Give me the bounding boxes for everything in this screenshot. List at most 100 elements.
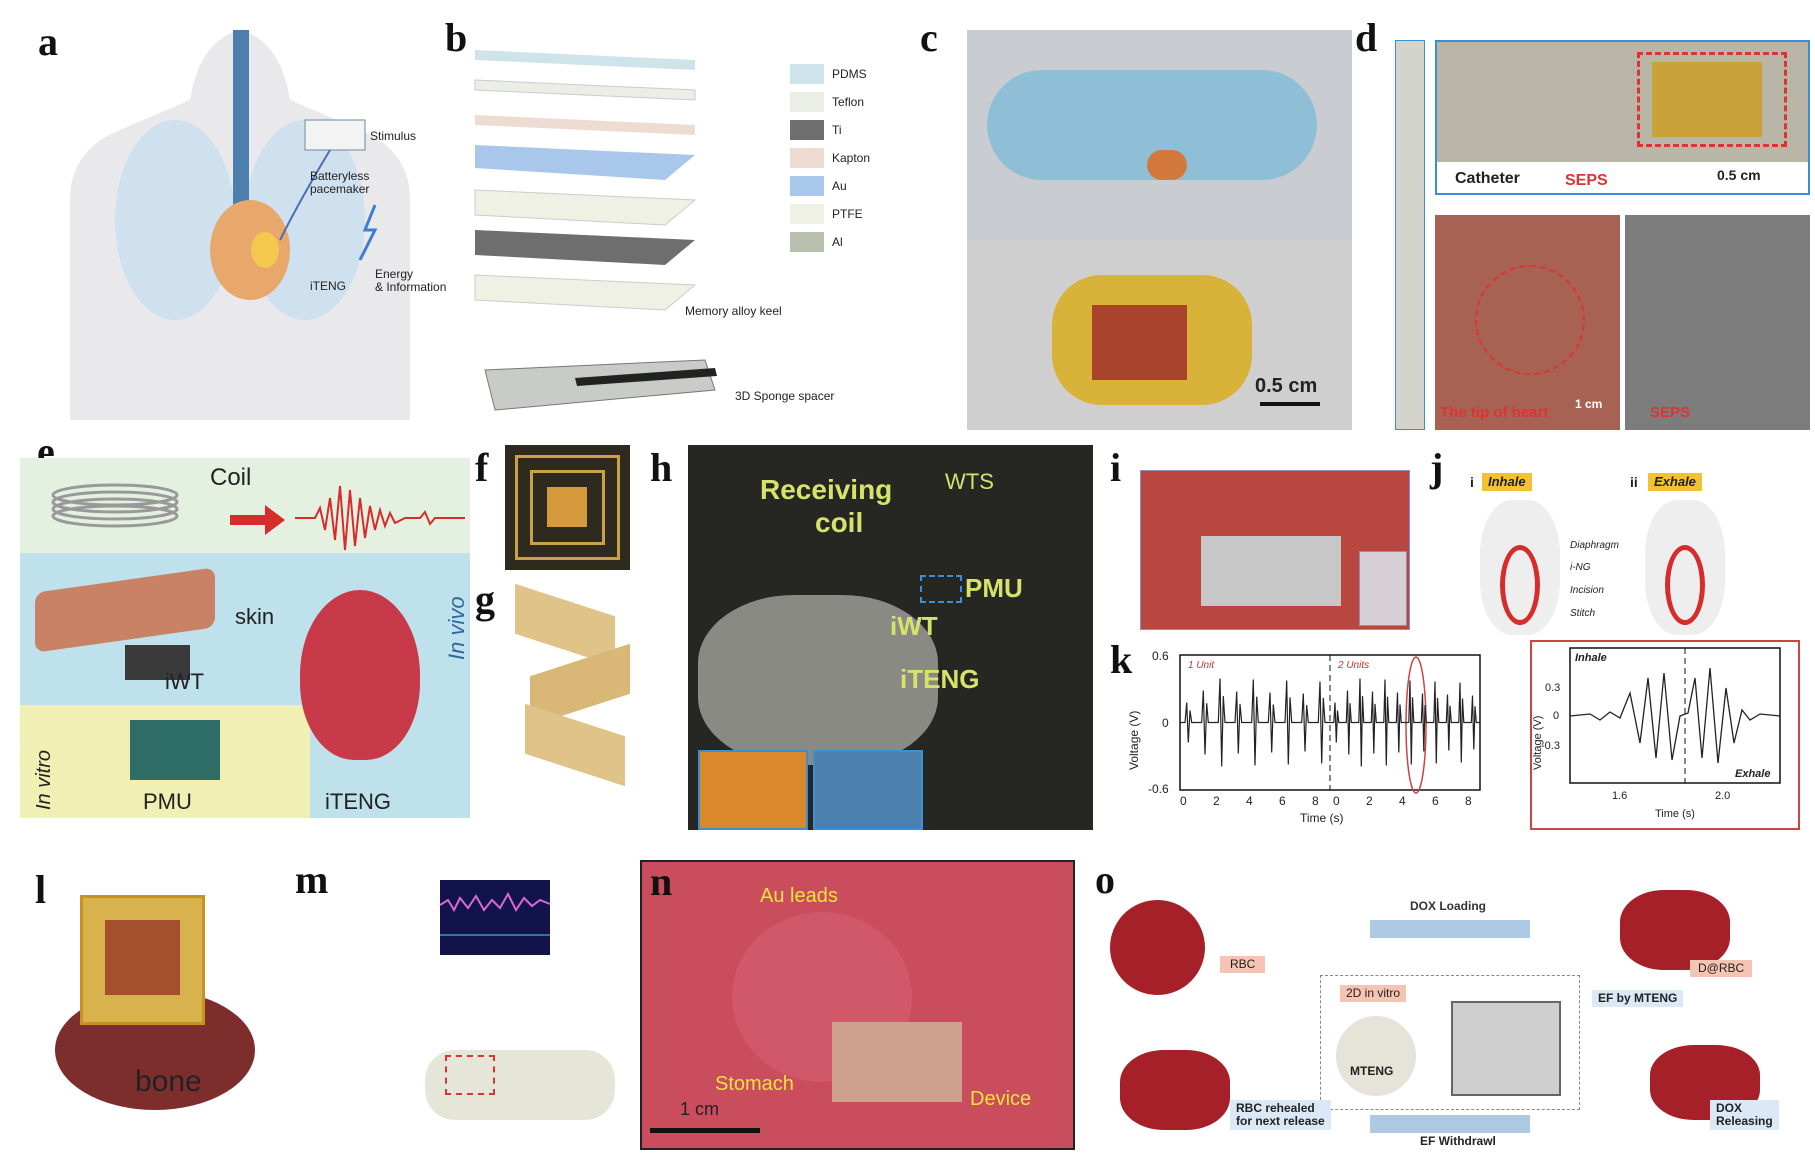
xray-photo [1625,215,1810,430]
iwt-label: iWT [890,611,938,641]
scale-bar-label-2: 1 cm [1575,397,1603,411]
ef-withdraw-label: EF Withdrawl [1420,1134,1496,1148]
surgery-photo [640,860,1075,1150]
y-tick-bottom: -0.6 [1148,782,1169,796]
legend-item-pdms: PDMS [790,60,870,88]
voltage-trace-line [1330,678,1480,767]
legend-swatch [790,204,824,224]
legend-label: PDMS [832,67,867,81]
inset-device [1359,551,1407,626]
panel-b: b PDMS Teflon Ti Kapton Au PTFE [445,0,945,420]
device-core [105,920,180,995]
legend-label: Al [832,235,843,249]
catheter-photo [1395,40,1425,430]
animal-with-device [425,1050,615,1120]
panel-f: f [475,440,675,590]
iwt-label: iWT [165,669,205,694]
panel-c: c 0.5 cm [915,0,1355,430]
device-active-area [1092,305,1187,380]
highlight-box [445,1055,495,1095]
voltage-trace-2-units [1330,678,1480,767]
inset-inhale-label: Inhale [1575,652,1607,664]
panel-label-a: a [38,19,58,64]
x-tick: 8 [1312,794,1319,808]
heart-illustration [300,590,420,760]
legend-swatch [790,120,824,140]
panel-m: m [285,860,645,1140]
panel-label-d: d [1355,15,1378,60]
in-vitro-label: In vitro [33,749,55,810]
coil-label: Coil [210,464,252,491]
glove-photo [967,30,1352,240]
panel-l: l bone [10,850,280,1150]
signal-trace [439,891,551,936]
legend-label: Ti [832,123,842,137]
animal-body [698,595,938,765]
panel-label-o: o [1095,860,1115,902]
mteng-label: MTENG [1350,1064,1394,1078]
legend-item-kapton: Kapton [790,144,870,172]
inset-iteng [698,750,808,830]
scale-bar-label: 1 cm [680,1099,720,1119]
panel-label-n: n [650,860,673,904]
bone-label: bone [135,1065,202,1098]
inset-x-tick-1: 1.6 [1612,790,1628,802]
x-tick: 0 [1333,794,1340,808]
dox-releasing-label: DOX Releasing [1710,1100,1779,1131]
legend-swatch [790,176,824,196]
inset-iwt [813,750,923,830]
ef-mteng-label: EF by MTENG [1592,990,1684,1008]
roman-ii: ii [1630,474,1638,490]
legend-label: Kapton [832,151,871,165]
x-ticks: 0 2 4 6 8 0 2 4 6 8 [1180,794,1480,811]
rolled-device [1147,150,1187,180]
diaphragm-label: Diaphragm [1570,540,1619,551]
seps-label-2: SEPS [1650,404,1691,421]
tip-of-heart-circle [1475,265,1585,375]
legend-label: Au [832,179,847,193]
legend-swatch [790,92,824,112]
panel-n: n Au leads Stomach Device 1 cm [640,860,1080,1155]
ing-region [1665,545,1705,625]
inset-x-axis-label: Time (s) [1655,808,1695,820]
x-tick: 2 [1213,794,1220,808]
panel-i: i [1100,440,1420,640]
ing-region [1500,545,1540,625]
pmu-label: PMU [965,573,1023,603]
roman-i: i [1470,474,1474,490]
tip-of-heart-label: The tip of heart [1440,404,1549,421]
surgery-photo [1435,215,1620,430]
rehealed-cell [1120,1050,1230,1130]
open-chest-photo [1140,470,1410,630]
inset-y-axis-label: Voltage (V) [1532,715,1544,770]
pmu-box [920,575,962,603]
mteng-device [1336,1016,1416,1096]
panel-label-j: j [1430,445,1444,490]
culture-chamber [1451,1001,1561,1096]
legend-item-teflon: Teflon [790,88,870,116]
panel-label-m: m [295,860,329,902]
panel-label-i: i [1110,445,1122,490]
energy-label: Energy & Information [375,267,447,295]
receiving-label: Receiving [760,474,893,505]
unit1-label: 1 Unit [1188,660,1215,671]
exhale-badge: Exhale [1648,473,1702,492]
iteng-label: iTENG [900,664,980,694]
ing-label: i-NG [1570,562,1591,573]
legend-swatch [790,64,824,84]
panel-a: a Stimulus Batteryless pacemaker iTENG E… [0,0,460,420]
seps-highlight [1637,52,1787,147]
dox-loading-arrow [1370,920,1530,938]
panel-label-g: g [475,580,495,622]
inset-x-tick-2: 2.0 [1715,790,1731,802]
y-tick-mid: 0 [1162,716,1169,730]
coil-icon [51,483,179,528]
x-tick: 8 [1465,794,1472,808]
iteng-label: iTENG [310,279,346,293]
inset-y-tick-top: 0.3 [1545,682,1561,694]
seps-label: SEPS [1565,172,1608,189]
x-tick: 4 [1246,794,1253,808]
in-vivo-label: In vivo [444,596,469,660]
device-photo [967,240,1352,430]
keel-label: Memory alloy keel [685,304,782,318]
